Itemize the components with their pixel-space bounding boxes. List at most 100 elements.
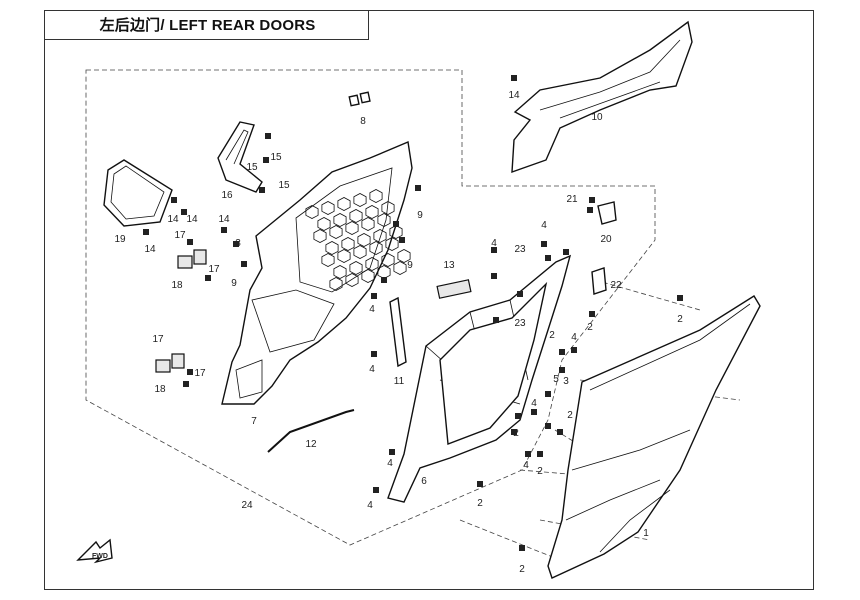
callout-14: 14 (167, 214, 179, 225)
callout-13: 13 (443, 260, 455, 271)
callout-14: 14 (186, 214, 198, 225)
callout-4: 4 (523, 460, 529, 471)
hinge-lower (155, 353, 185, 373)
fastener (143, 229, 149, 235)
mesh-cell (381, 253, 395, 267)
callout-9: 9 (407, 260, 413, 271)
mesh-cell (353, 193, 367, 207)
title-box: 左后边门/ LEFT REAR DOORS (44, 10, 369, 40)
fastener (371, 351, 377, 357)
fastener (389, 449, 395, 455)
callout-14: 14 (508, 90, 520, 101)
part-10-upper-trim (511, 20, 693, 174)
fwd-marker: FWD (76, 538, 113, 564)
callout-22: 22 (610, 280, 622, 291)
part-12-rod (267, 409, 355, 453)
callout-2: 2 (477, 498, 483, 509)
callout-17: 17 (208, 264, 220, 275)
callout-4: 4 (541, 220, 547, 231)
mesh-cell (329, 225, 343, 239)
hinge-upper (177, 249, 207, 269)
fastener (381, 277, 387, 283)
fastener (171, 197, 177, 203)
callout-15: 15 (246, 162, 258, 173)
mesh-cell (321, 253, 335, 267)
fastener (493, 317, 499, 323)
mesh-cell (349, 261, 363, 275)
fastener (241, 261, 247, 267)
callout-4: 4 (531, 398, 537, 409)
mesh-cell (345, 273, 359, 287)
callout-21: 21 (566, 194, 578, 205)
callout-2: 2 (513, 428, 519, 439)
part-19-trim-frame (103, 159, 173, 227)
callout-2: 2 (567, 410, 573, 421)
fastener (187, 369, 193, 375)
fastener (545, 391, 551, 397)
fastener (259, 187, 265, 193)
fastener (559, 367, 565, 373)
mesh-cell (345, 221, 359, 235)
mesh-cell (369, 189, 383, 203)
mesh-cell (385, 237, 399, 251)
assembly-outline (85, 69, 656, 546)
callout-4: 4 (369, 364, 375, 375)
part-1-outer-panel (547, 295, 761, 579)
callout-2: 2 (549, 330, 555, 341)
callout-4: 4 (571, 332, 577, 343)
page-title: 左后边门/ LEFT REAR DOORS (99, 17, 316, 34)
fastener (587, 207, 593, 213)
callout-4: 4 (491, 238, 497, 249)
mesh-cell (349, 209, 363, 223)
fastener (371, 293, 377, 299)
callout-20: 20 (600, 234, 612, 245)
fastener (545, 255, 551, 261)
callout-17: 17 (152, 334, 164, 345)
fwd-label: FWD (92, 553, 108, 560)
callout-4: 4 (367, 500, 373, 511)
callout-18: 18 (171, 280, 183, 291)
fastener (531, 409, 537, 415)
mesh-cell (373, 229, 387, 243)
fastener (399, 237, 405, 243)
fastener (477, 481, 483, 487)
fastener (393, 221, 399, 227)
callout-14: 14 (218, 214, 230, 225)
mesh-cell (397, 249, 411, 263)
fastener (589, 197, 595, 203)
fastener (515, 413, 521, 419)
fastener (491, 247, 497, 253)
callout-3: 3 (563, 376, 569, 387)
callout-4: 4 (369, 304, 375, 315)
mesh-cell (337, 249, 351, 263)
mesh-cell (377, 213, 391, 227)
callout-6: 6 (421, 476, 427, 487)
fastener (563, 249, 569, 255)
callout-10: 10 (591, 112, 603, 123)
fastener (265, 133, 271, 139)
fastener (545, 423, 551, 429)
mesh-cell (353, 245, 367, 259)
mesh-cell (361, 217, 375, 231)
fasteners (143, 75, 683, 551)
mesh-cell (365, 257, 379, 271)
callout-2: 2 (677, 314, 683, 325)
callout-2: 2 (537, 466, 543, 477)
callout-16: 16 (221, 190, 233, 201)
callout-15: 15 (270, 152, 282, 163)
fastener (205, 275, 211, 281)
fastener (559, 349, 565, 355)
callout-23: 23 (514, 244, 526, 255)
callout-2: 2 (587, 322, 593, 333)
callout-15: 15 (278, 180, 290, 191)
mesh-cell (305, 205, 319, 219)
part-22-latch (591, 267, 607, 295)
fastener (517, 291, 523, 297)
mesh-cell (313, 229, 327, 243)
fastener (519, 545, 525, 551)
callout-2: 2 (519, 564, 525, 575)
callout-23: 23 (514, 318, 526, 329)
fastener (541, 241, 547, 247)
fastener (589, 311, 595, 317)
